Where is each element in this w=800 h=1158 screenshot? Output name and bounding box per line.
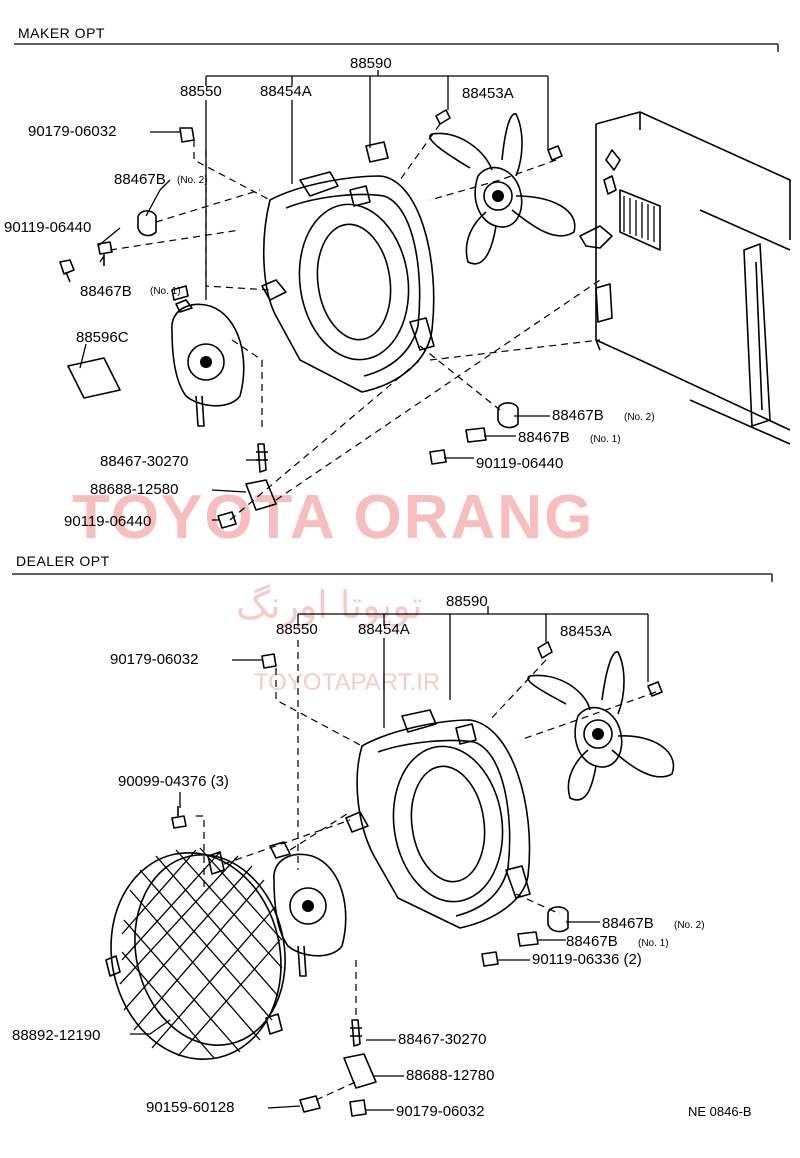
dealer-assembly-lines (196, 640, 657, 1101)
watermark-brand: TOYOTA ORANG (72, 483, 594, 552)
label-dealer-88453A: 88453A (560, 623, 612, 640)
label-dealer-88892-12190: 88892-12190 (12, 1027, 100, 1044)
maker-shroud-88454A (261, 141, 435, 393)
label-dealer-88454A: 88454A (358, 621, 410, 638)
watermark-persian: تویوتا اورنگ (236, 583, 423, 628)
label-dealer-88467B-no1: 88467B (566, 933, 618, 950)
label-maker-88454A: 88454A (260, 83, 312, 100)
label-dealer-88590: 88590 (446, 593, 488, 610)
dealer-fan-88453A (527, 641, 675, 801)
section-title-dealer: DEALER OPT (16, 553, 110, 569)
label-maker-90119-06440-a: 90119-06440 (4, 219, 91, 236)
label-dealer-90179-06032-b: 90179-06032 (396, 1103, 484, 1120)
label-maker-88453A: 88453A (462, 85, 514, 102)
label-maker-88590: 88590 (350, 55, 392, 72)
label-maker-88467B-no2-b: 88467B (552, 407, 604, 424)
maker-radiator-frame (579, 111, 791, 445)
dealer-small-parts (171, 653, 569, 1117)
watermark-url: TOYOTAPART.IR (254, 669, 440, 696)
note-maker-88467B-no2-b: (No. 2) (624, 412, 655, 423)
dealer-motor-88550 (269, 841, 347, 977)
maker-fan-88453A (429, 109, 576, 265)
label-maker-90119-06440-b: 90119-06440 (476, 455, 563, 472)
label-dealer-88688-12780: 88688-12780 (406, 1067, 494, 1084)
maker-leaders (79, 100, 550, 521)
section-title-maker: MAKER OPT (18, 25, 105, 41)
maker-motor-88550 (171, 285, 245, 427)
label-dealer-88550: 88550 (276, 621, 318, 638)
label-maker-88596C: 88596C (76, 329, 129, 346)
label-dealer-88467B-no2: 88467B (602, 915, 654, 932)
note-maker-88467B-no1-a: (No. 1) (150, 286, 181, 297)
label-dealer-90099-04376: 90099-04376 (3) (118, 773, 229, 790)
label-maker-88467B-no1-a: 88467B (80, 283, 132, 300)
note-maker-88467B-no2-a: (No. 2) (177, 175, 208, 186)
label-dealer-90119-06336: 90119-06336 (2) (532, 951, 642, 968)
label-maker-88467-30270: 88467-30270 (100, 453, 188, 470)
label-maker-88688-12580: 88688-12580 (90, 481, 178, 498)
dealer-fan-guard-88892 (105, 847, 286, 1061)
dealer-leaders (130, 638, 600, 1111)
label-maker-88467B-no1-b: 88467B (518, 429, 570, 446)
note-dealer-88467B-no1: (No. 1) (638, 938, 669, 949)
dealer-shroud-88454A (345, 709, 531, 929)
note-dealer-88467B-no2: (No. 2) (674, 920, 705, 931)
label-maker-90119-06440-c: 90119-06440 (64, 513, 151, 530)
dealer-88590-bracket (297, 606, 649, 700)
note-maker-88467B-no1-b: (No. 1) (590, 434, 621, 445)
label-dealer-90159-60128: 90159-60128 (146, 1099, 234, 1116)
reference-code: NE 0846-B (688, 1104, 752, 1119)
label-maker-90179-06032: 90179-06032 (28, 123, 116, 140)
label-dealer-90179-06032-a: 90179-06032 (110, 651, 198, 668)
maker-88590-bracket (205, 70, 549, 150)
label-maker-88550: 88550 (180, 83, 222, 100)
label-maker-88467B-no2-a: 88467B (114, 171, 166, 188)
label-dealer-88467-30270: 88467-30270 (398, 1031, 486, 1048)
